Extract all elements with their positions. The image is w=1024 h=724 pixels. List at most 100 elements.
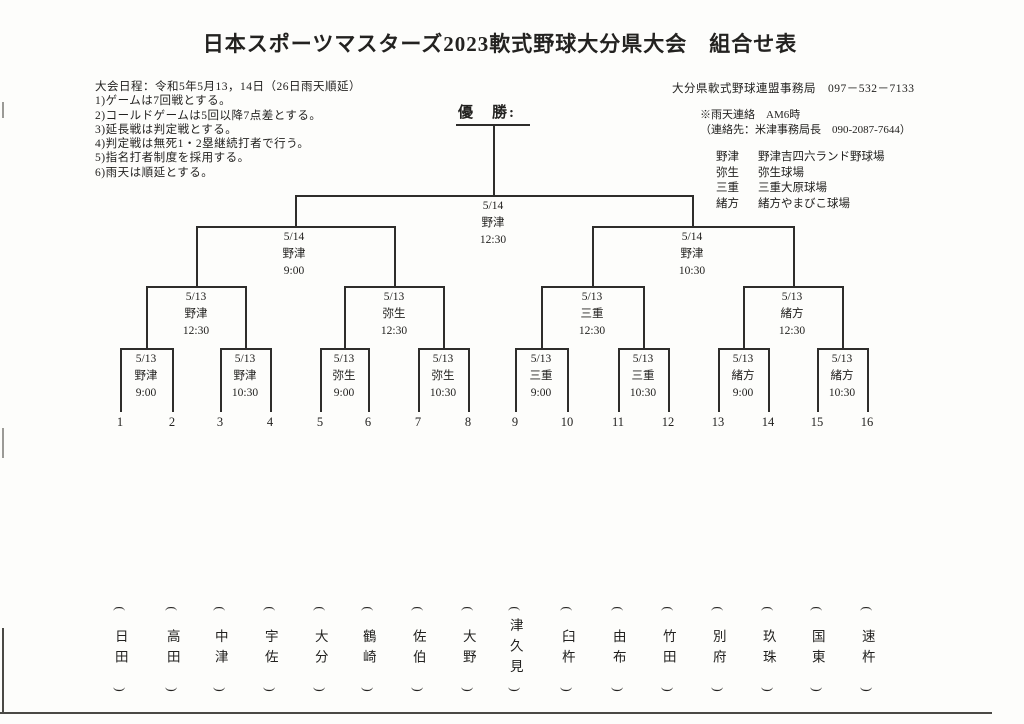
bracket-line — [172, 348, 174, 412]
seed-number: 16 — [860, 415, 874, 429]
team-name: 中津 — [212, 628, 228, 670]
bracket-line — [792, 226, 795, 288]
team-name: 竹田 — [660, 628, 676, 670]
match-venue: 野津 — [481, 217, 505, 229]
match-venue: 野津 — [282, 248, 306, 260]
match-venue: 野津 — [680, 248, 704, 260]
match-label-qf4: 5/13 緒方 12:30 — [750, 289, 834, 340]
match-time: 10:30 — [678, 265, 706, 277]
paren-close: ) — [360, 687, 376, 692]
team-column: (国東) — [809, 604, 825, 694]
seed-number: 11 — [611, 415, 625, 429]
bracket-line — [120, 348, 122, 412]
bracket-line — [718, 348, 720, 412]
paren-open: ( — [710, 606, 726, 611]
team-column: (大野) — [460, 604, 476, 694]
venue-name: 三重大原球場 — [758, 182, 827, 194]
match-label-r1-3: 5/13 弥生 9:00 — [302, 351, 386, 402]
paren-close: ) — [460, 687, 476, 692]
match-date: 5/14 — [681, 231, 703, 243]
match-venue: 三重 — [580, 308, 604, 320]
team-column: (速杵) — [859, 604, 875, 694]
team-name: 臼杵 — [559, 628, 575, 670]
team-column: (竹田) — [660, 604, 676, 694]
bracket-line — [618, 348, 620, 412]
bracket-line — [344, 286, 346, 350]
match-date: 5/13 — [530, 353, 552, 365]
paren-open: ( — [610, 606, 626, 611]
rule-line: 1)ゲームは7回戦とする。 — [95, 95, 232, 108]
venue-short: 野津 — [716, 151, 739, 163]
bracket-line — [320, 348, 322, 412]
team-name: 速杵 — [859, 628, 875, 670]
match-label-qf2: 5/13 弥生 12:30 — [352, 289, 436, 340]
venue-row: 野津野津吉四六ランド野球場 — [716, 150, 885, 166]
rule-line: 4)判定戦は無死1・2塁継続打者で行う。 — [95, 138, 310, 151]
paren-open: ( — [360, 606, 376, 611]
paren-open: ( — [410, 606, 426, 611]
paren-open: ( — [312, 606, 328, 611]
match-time: 12:30 — [578, 325, 606, 337]
paren-close: ) — [809, 687, 825, 692]
match-label-r1-6: 5/13 三重 10:30 — [601, 351, 685, 402]
paren-close: ) — [859, 687, 875, 692]
paren-close: ) — [760, 687, 776, 692]
match-time: 12:30 — [778, 325, 806, 337]
bracket-line — [245, 286, 247, 350]
paren-close: ) — [559, 687, 575, 692]
match-label-qf1: 5/13 野津 12:30 — [154, 289, 238, 340]
seed-number: 2 — [168, 415, 176, 429]
match-venue: 緒方 — [830, 370, 854, 382]
team-column: (日田) — [113, 604, 128, 694]
team-name: 佐伯 — [410, 628, 426, 670]
match-date: 5/13 — [432, 353, 454, 365]
seed-number: 3 — [216, 415, 224, 429]
page-title: 日本スポーツマスターズ2023軟式野球大分県大会 組合せ表 — [202, 32, 798, 56]
bracket-line — [418, 348, 420, 412]
rule-line: 2)コールドゲームは5回以降7点差とする。 — [95, 109, 322, 122]
rule-line: 3)延長戦は判定戦とする。 — [95, 123, 238, 136]
rain-contact-block: ※雨天連絡 AM6時 （連絡先：米津事務局長 090-2087-7644） — [700, 108, 911, 138]
team-column: (鶴崎) — [360, 604, 376, 694]
bracket-line — [270, 348, 272, 412]
match-venue: 野津 — [134, 370, 158, 382]
seed-number: 14 — [761, 415, 775, 429]
match-date: 5/13 — [234, 353, 256, 365]
bracket-line — [195, 226, 198, 288]
team-column: ( 玖珠) — [760, 604, 776, 694]
bracket-line — [592, 226, 594, 288]
bracket-line — [294, 195, 297, 228]
rain-contact-line: ※雨天連絡 AM6時 — [700, 109, 801, 121]
paren-open: ( — [262, 606, 278, 611]
bracket-line — [541, 286, 543, 350]
match-time: 9:00 — [732, 387, 754, 399]
venue-short: 三重 — [716, 182, 739, 194]
seed-number: 1 — [116, 415, 124, 429]
paren-open: ( — [507, 606, 523, 611]
team-column: (津久見) — [507, 604, 523, 694]
match-label-r1-5: 5/13 三重 9:00 — [499, 351, 583, 402]
paren-open: ( — [660, 606, 676, 611]
match-venue: 野津 — [233, 370, 257, 382]
match-time: 9:00 — [135, 387, 157, 399]
bracket-line — [768, 348, 770, 412]
match-venue: 緒方 — [731, 370, 755, 382]
match-label-r1-7: 5/13 緒方 9:00 — [701, 351, 785, 402]
match-label-r1-2: 5/13 野津 10:30 — [203, 351, 287, 402]
match-time: 9:00 — [283, 265, 305, 277]
team-name: 玖珠 — [760, 628, 776, 670]
match-label-qf3: 5/13 三重 12:30 — [550, 289, 634, 340]
bracket-line — [368, 348, 370, 412]
bracket-line — [220, 348, 222, 412]
match-time: 10:30 — [231, 387, 259, 399]
team-column: (臼杵) — [559, 604, 575, 694]
seed-number: 4 — [266, 415, 274, 429]
match-venue: 三重 — [631, 370, 655, 382]
scan-left-mark — [2, 428, 4, 458]
paren-open: ( — [760, 606, 776, 611]
bracket-line — [692, 195, 695, 228]
rule-line: 5)指名打者制度を採用する。 — [95, 152, 250, 165]
match-date: 5/13 — [581, 291, 603, 303]
match-venue: 三重 — [529, 370, 553, 382]
team-column: (由布) — [610, 604, 626, 694]
